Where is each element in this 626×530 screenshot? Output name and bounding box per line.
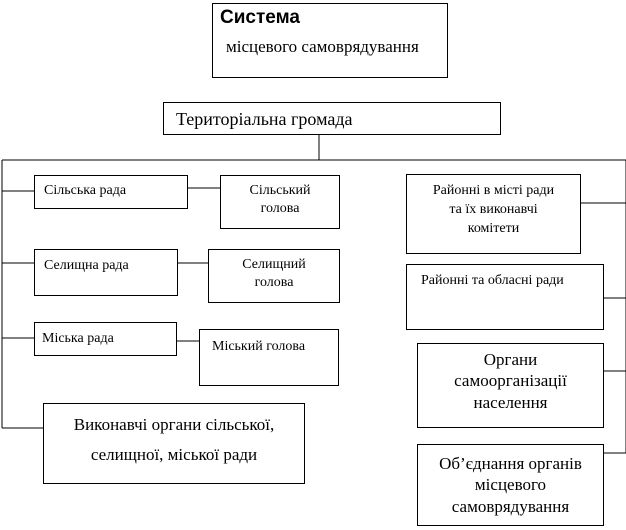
city-council-label: Міська рада [42,331,114,346]
associations-label: Об’єднання органів місцевого самоврядува… [439,454,582,516]
city-head-label: Міський голова [212,339,306,354]
community-box [163,102,501,135]
settlement-council-box [34,249,178,296]
self-organization-box [417,343,604,428]
village-council-box [34,175,188,209]
associations-box [417,444,604,526]
village-head-label: Сільський голова [249,183,311,216]
village-council-label: Сільська рада [44,183,127,198]
executive-bodies-box [43,403,305,484]
district-regional-councils-box [406,264,604,330]
city-head-box [199,329,339,386]
settlement-head-box [208,249,340,303]
self-organization-label: Органи самоорганізації населення [454,350,567,412]
title-subtitle: місцевого самоврядування [226,37,419,56]
title-box [212,3,448,78]
executive-bodies-label: Виконавчі органи сільської, селищної, мі… [73,415,275,464]
community-label: Територіальна громада [176,109,353,129]
village-head-box [220,175,340,229]
district-city-councils-box [406,174,581,254]
settlement-head-label: Селищний голова [242,257,306,290]
city-council-box [34,322,177,356]
title-bold: Система [220,7,300,28]
district-city-councils-label: Районні в місті ради та їх виконавчі ком… [432,183,555,236]
district-regional-councils-label: Районні та обласні ради [421,273,564,288]
settlement-council-label: Селищна рада [44,258,129,273]
